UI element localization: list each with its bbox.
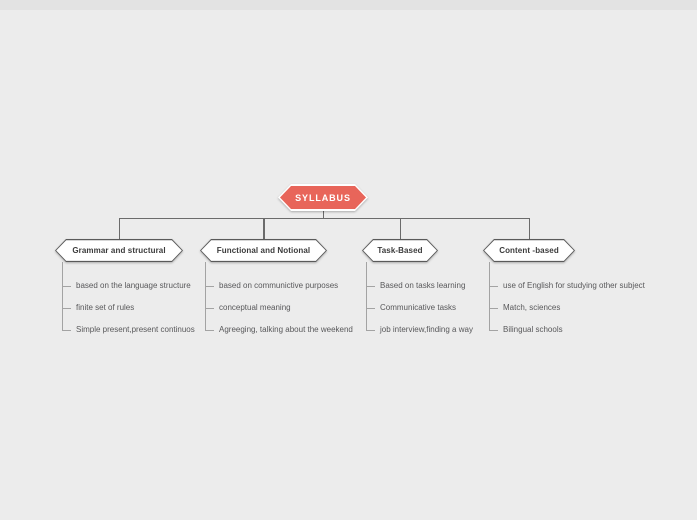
subtree-functional: based on communictive purposes conceptua…: [205, 261, 435, 342]
subtree-stem-line: [62, 261, 63, 330]
topic-node-taskbased[interactable]: Task-Based: [362, 239, 438, 262]
root-topic-label: SYLLABUS: [295, 192, 351, 203]
root-topic[interactable]: SYLLABUS: [278, 184, 368, 211]
subtree-stem-line: [366, 261, 367, 330]
connector-bus: [119, 217, 530, 219]
subtree-tick-line: [489, 307, 498, 309]
subtree-tick-line: [62, 329, 71, 331]
connector-drop-taskbased: [399, 217, 401, 239]
topic-node-contentbased[interactable]: Content -based: [483, 239, 575, 262]
topic-node-label: Task-Based: [377, 246, 423, 255]
topic-node-outline: Task-Based: [362, 239, 438, 262]
top-strip: [0, 0, 697, 10]
subtree-tick-line: [205, 329, 214, 331]
connector-drop-functional: [263, 217, 265, 239]
subtree-stem-line: [205, 261, 206, 330]
subtopic-item[interactable]: Bilingual schools: [503, 325, 563, 334]
subtopic-item[interactable]: Based on tasks learning: [380, 281, 466, 290]
subtree-tick-line: [489, 329, 498, 331]
subtree-contentbased: use of English for studying other subjec…: [489, 261, 697, 342]
topic-node-label: Functional and Notional: [216, 246, 311, 255]
topic-node-label: Content -based: [499, 246, 559, 255]
subtopic-item[interactable]: finite set of rules: [76, 303, 135, 312]
topic-node-shape: Grammar and structural: [56, 240, 182, 261]
subtopic-item[interactable]: Match, sciences: [503, 303, 561, 312]
subtopic-item[interactable]: use of English for studying other subjec…: [503, 281, 645, 290]
subtopic-item[interactable]: based on the language structure: [76, 281, 191, 290]
topic-node-outline: Content -based: [483, 239, 575, 262]
topic-node-label: Grammar and structural: [72, 246, 166, 255]
topic-node-functional[interactable]: Functional and Notional: [200, 239, 327, 262]
subtopic-item[interactable]: Agreeging, talking about the weekend: [219, 325, 353, 334]
subtopic-item[interactable]: Simple present,present continuos: [76, 325, 195, 334]
subtree-tick-line: [62, 285, 71, 287]
root-topic-outline: SYLLABUS: [278, 184, 368, 211]
connector-drop-grammar: [118, 217, 120, 239]
subtree-grammar: based on the language structure finite s…: [62, 261, 292, 342]
subtree-tick-line: [205, 285, 214, 287]
subtopic-item[interactable]: Communicative tasks: [380, 303, 457, 312]
subtree-tick-line: [205, 307, 214, 309]
subtree-tick-line: [366, 285, 375, 287]
subtopic-item[interactable]: conceptual meaning: [219, 303, 291, 312]
subtree-tick-line: [62, 307, 71, 309]
connector-drop-contentbased: [528, 217, 530, 239]
topic-node-grammar[interactable]: Grammar and structural: [55, 239, 183, 262]
subtree-tick-line: [489, 285, 498, 287]
topic-node-outline: Grammar and structural: [55, 239, 183, 262]
subtree-stem-line: [489, 261, 490, 330]
subtopic-item[interactable]: based on communictive purposes: [219, 281, 339, 290]
connector-root-stub: [322, 209, 324, 218]
subtopic-item[interactable]: job interview,finding a way: [380, 325, 473, 334]
subtree-tick-line: [366, 307, 375, 309]
subtree-tick-line: [366, 329, 375, 331]
topic-node-shape: Functional and Notional: [201, 240, 326, 261]
root-topic-shape: SYLLABUS: [280, 186, 366, 209]
topic-node-outline: Functional and Notional: [200, 239, 327, 262]
topic-node-shape: Content -based: [484, 240, 574, 261]
subtree-taskbased: Based on tasks learning Communicative ta…: [366, 261, 596, 342]
topic-node-shape: Task-Based: [363, 240, 437, 261]
